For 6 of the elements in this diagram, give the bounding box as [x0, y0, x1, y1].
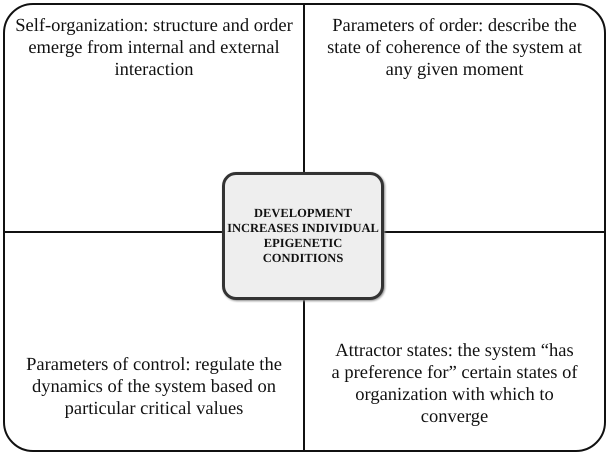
center-label: DEVELOPMENT INCREASES INDIVIDUAL EPIGENETIC CONDITIONS: [226, 206, 380, 266]
quadrant-text: Self-organization: structure and order emerge from internal and external interaction: [15, 15, 293, 81]
quadrant-text: Parameters of control: regulate the dynamics of the system based on particular critical values: [25, 354, 283, 420]
center-box: [222, 172, 384, 300]
quadrant-text: Parameters of order: describe the state of coherence of the system at any given moment: [326, 15, 583, 81]
quadrant-text: Attractor states: the system “has a preference for” certain states of organization with which to converge: [330, 340, 578, 428]
